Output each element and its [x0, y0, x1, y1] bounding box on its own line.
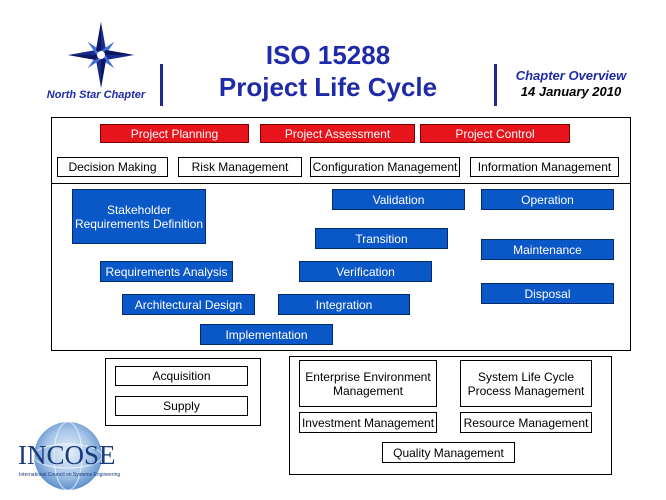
acquisition-box: Acquisition	[115, 366, 248, 386]
transition-box: Transition	[315, 228, 448, 249]
operation-box: Operation	[481, 189, 614, 210]
overview-date: 14 January 2010	[520, 84, 622, 99]
decision-making-box: Decision Making	[57, 157, 168, 177]
system-lc-line1: System Life Cycle	[477, 369, 575, 384]
requirements-analysis-box: Requirements Analysis	[100, 261, 233, 282]
verification-box: Verification	[299, 261, 432, 282]
quality-management-box: Quality Management	[382, 442, 515, 463]
configuration-management-box: Configuration Management	[310, 157, 460, 177]
compass-star-icon	[68, 22, 134, 88]
header-divider-left	[160, 64, 163, 106]
enterprise-environment-box: Enterprise Environment Management	[299, 360, 437, 407]
maintenance-box: Maintenance	[481, 239, 614, 260]
page-title-line2: Project Life Cycle	[218, 72, 438, 102]
architectural-design-box: Architectural Design	[122, 294, 255, 315]
resource-management-box: Resource Management	[460, 412, 592, 433]
stakeholder-line1: Stakeholder	[106, 202, 172, 217]
system-lc-line2: Process Management	[467, 383, 585, 398]
chapter-overview-label: Chapter Overview	[515, 68, 627, 83]
frame-divider	[51, 183, 631, 184]
chapter-name: North Star Chapter	[46, 89, 146, 101]
disposal-box: Disposal	[481, 283, 614, 304]
supply-box: Supply	[115, 396, 248, 416]
incose-logo	[14, 418, 154, 494]
validation-box: Validation	[332, 189, 465, 210]
enterprise-processes-frame	[289, 356, 612, 475]
information-management-box: Information Management	[470, 157, 619, 177]
integration-box: Integration	[278, 294, 410, 315]
incose-wordmark: INCOSE	[18, 440, 116, 470]
risk-management-box: Risk Management	[178, 157, 302, 177]
incose-tagline: International Council on Systems Enginee…	[19, 472, 121, 478]
page-title-line1: ISO 15288	[265, 40, 391, 70]
stakeholder-line2: Requirements Definition	[74, 216, 204, 231]
investment-management-box: Investment Management	[299, 412, 437, 433]
project-control-box: Project Control	[420, 124, 570, 143]
agreement-processes-frame	[105, 358, 261, 426]
project-assessment-box: Project Assessment	[260, 124, 415, 143]
main-process-frame	[51, 117, 631, 351]
stakeholder-requirements-box: Stakeholder Requirements Definition	[72, 189, 206, 244]
enterprise-env-line1: Enterprise Environment	[305, 369, 431, 384]
north-star-logo	[68, 22, 134, 88]
project-planning-box: Project Planning	[100, 124, 249, 143]
enterprise-env-line2: Management	[332, 383, 404, 398]
system-life-cycle-box: System Life Cycle Process Management	[460, 360, 592, 407]
implementation-box: Implementation	[200, 324, 333, 345]
globe-icon	[33, 421, 103, 491]
header-divider-right	[494, 64, 497, 106]
